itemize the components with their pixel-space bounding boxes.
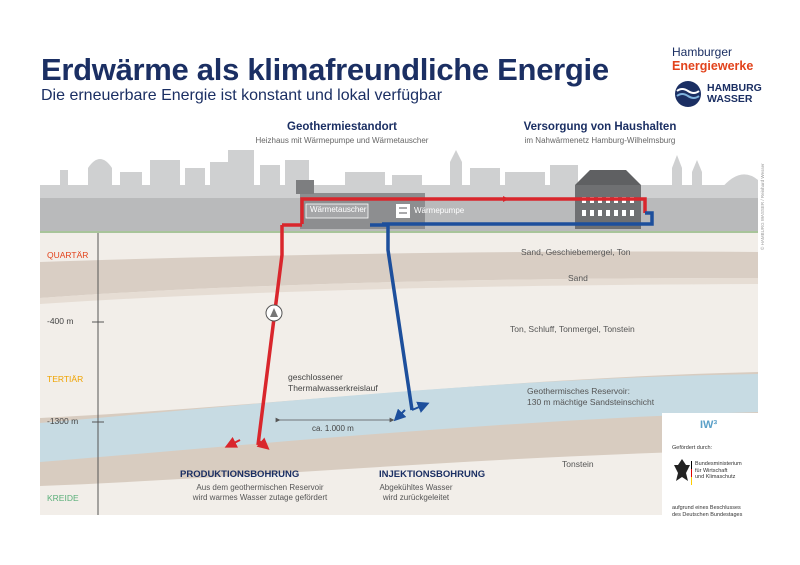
layer-label-ton: Ton, Schluff, Tonmergel, Tonstein	[510, 324, 635, 334]
production-well	[256, 223, 302, 446]
ministry-name: Bundesministerium für Wirtschaft und Kli…	[695, 461, 742, 481]
heat-pump-icon	[396, 204, 410, 218]
distance-label: ca. 1.000 m	[312, 424, 354, 433]
production-title: PRODUKTIONSBOHRUNG	[180, 469, 300, 480]
logo-wasser-line-1: HAMBURG	[707, 82, 762, 94]
injection-line-1: Abgekühltes Wasser	[379, 483, 453, 492]
geothermal-site-title: Geothermiestandort	[287, 121, 397, 133]
injection-title: INJEKTIONSBOHRUNG	[379, 469, 486, 480]
loop-label-line-1: geschlossener	[288, 372, 343, 382]
loop-label-line-2: Thermalwasserkreislauf	[288, 383, 378, 393]
layer-label-reservoir: Geothermisches Reservoir:	[527, 386, 630, 396]
heat-pump-label: Wärmepumpe	[414, 206, 465, 215]
layer-label-tonstein: Tonstein	[562, 459, 594, 469]
layer-label-quartaer: Sand, Geschiebemergel, Ton	[521, 247, 631, 257]
wave-icon	[675, 81, 701, 107]
funding-box: IW³ Gefördert durch: Bundesministerium f…	[662, 413, 766, 523]
sand-layer	[40, 251, 758, 298]
production-line-2: wird warmes Wasser zutage gefördert	[192, 493, 328, 502]
supply-site-subtitle: im Nahwärmenetz Hamburg-Wilhelmsburg	[524, 136, 676, 145]
ministry-line-2: für Wirtschaft	[695, 467, 728, 474]
era-quartaer: QUARTÄR	[47, 250, 89, 260]
injection-description: Abgekühltes Wasser wird zurückgeleitet	[366, 483, 466, 503]
thermal-loop-label: geschlossener Thermalwasserkreislauf	[288, 372, 378, 394]
era-kreide: KREIDE	[47, 493, 79, 503]
logo-line-2: Energiewerke	[672, 59, 754, 73]
geothermal-site-subtitle: Heizhaus mit Wärmepumpe und Wärmetausche…	[255, 136, 429, 145]
image-credit: © HAMBURG WASSER / Reinhard Wesser	[760, 163, 765, 250]
page-subtitle: Die erneuerbare Energie ist konstant und…	[41, 87, 443, 104]
supply-site-title: Versorgung von Haushalten	[523, 121, 677, 133]
injection-well	[370, 223, 414, 411]
depth-400: -400 m	[47, 316, 74, 326]
return-line-cold	[382, 211, 654, 226]
logo-line-1: Hamburger	[672, 45, 733, 59]
supply-building	[575, 185, 641, 229]
iw3-logo: IW³	[700, 419, 718, 431]
decision-line-2: des Deutschen Bundestages	[672, 511, 743, 518]
production-description: Aus dem geothermischen Reservoir wird wa…	[170, 483, 350, 503]
ministry-line-3: und Klimaschutz	[695, 474, 736, 480]
funded-by-label: Gefördert durch:	[672, 445, 713, 451]
era-tertiaer: TERTIÄR	[47, 374, 84, 384]
city-skyline	[40, 150, 758, 200]
hamburg-wasser-logo: HAMBURG WASSER	[672, 80, 772, 110]
decision-line-1: aufgrund eines Beschlusses	[672, 505, 741, 511]
logo-wasser-line-2: WASSER	[707, 93, 753, 105]
heat-exchanger-label: Wärmetauscher	[310, 205, 367, 214]
bundestag-decision: aufgrund eines Beschlusses des Deutschen…	[672, 505, 742, 518]
hamburger-energiewerke-logo: Hamburger Energiewerke	[672, 45, 772, 74]
ministry-line-1: Bundesministerium	[695, 461, 742, 467]
page-title: Erdwärme als klimafreundliche Energie	[41, 52, 609, 87]
german-federal-eagle-icon	[674, 459, 692, 485]
layer-label-reservoir-detail: 130 m mächtige Sandsteinschicht	[527, 397, 655, 407]
supply-line-hot	[300, 197, 647, 224]
layer-label-sand: Sand	[568, 273, 588, 283]
injection-line-2: wird zurückgeleitet	[382, 493, 450, 502]
production-line-1: Aus dem geothermischen Reservoir	[196, 483, 324, 492]
depth-1300: -1300 m	[47, 416, 79, 426]
